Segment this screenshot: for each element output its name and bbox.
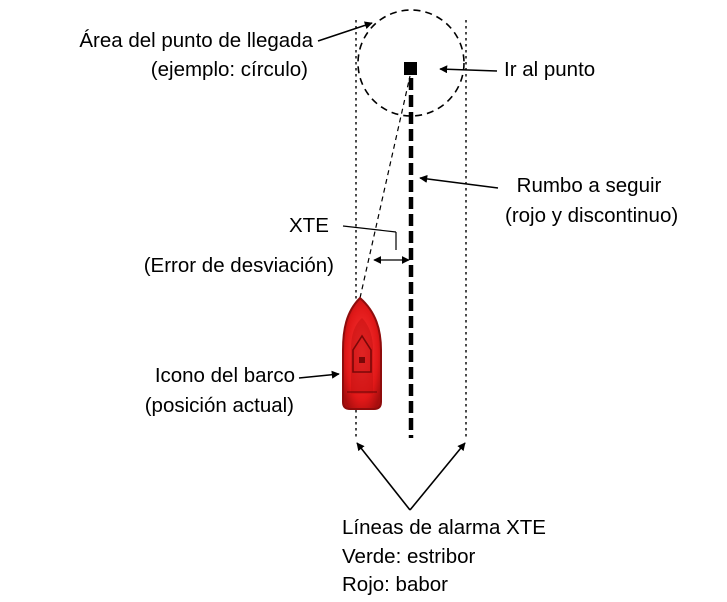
alarm-line-arrow-port <box>356 442 411 511</box>
go-to-point-marker <box>404 62 417 75</box>
go-to-point-arrow <box>439 65 498 74</box>
course-label-line2: (rojo y discontinuo) <box>505 204 679 227</box>
alarm-lines-label-line1: Líneas de alarma XTE <box>342 516 546 539</box>
arrival-area-label-line2: (ejemplo: círculo) <box>150 58 308 81</box>
xte-label-line2: (Error de desviación) <box>143 254 334 277</box>
course-arrow <box>419 174 499 189</box>
ship-icon <box>342 296 382 410</box>
xte-leader <box>342 225 397 233</box>
ship-icon-label-line1: Icono del barco <box>154 364 295 387</box>
go-to-point-label: Ir al punto <box>504 58 596 81</box>
ship-icon-label-line2: (posición actual) <box>144 394 294 417</box>
ship-to-point-line <box>359 75 411 299</box>
course-label-line1: Rumbo a seguir <box>516 174 662 197</box>
alarm-line-arrow-starboard <box>409 442 466 511</box>
xte-label-line1: XTE <box>289 214 329 237</box>
arrival-area-circle <box>357 9 465 117</box>
arrival-area-label-line1: Área del punto de llegada <box>79 29 313 52</box>
ship-icon-arrow <box>298 370 340 379</box>
arrival-area-arrow <box>317 21 373 42</box>
alarm-lines-label-line2: Verde: estribor <box>342 545 476 568</box>
alarm-lines-label-line3: Rojo: babor <box>342 573 448 596</box>
